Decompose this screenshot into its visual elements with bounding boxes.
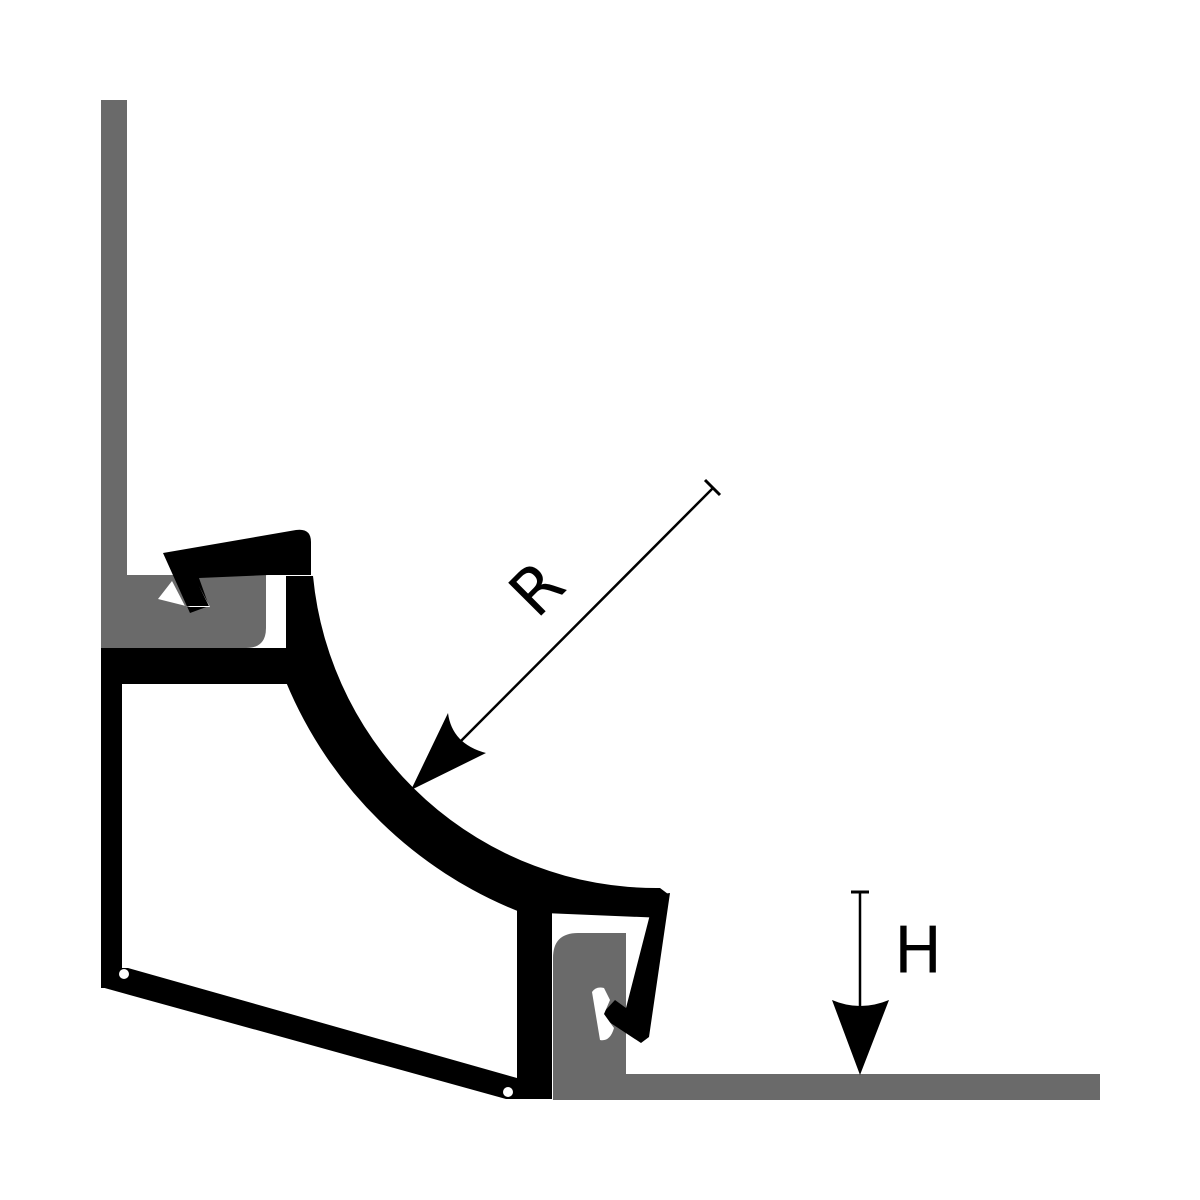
height-dimension: H bbox=[832, 890, 942, 1075]
top-clip bbox=[163, 529, 311, 613]
hole-right bbox=[503, 1087, 513, 1097]
bottom-slot bbox=[592, 987, 614, 1041]
cove-arc bbox=[286, 576, 668, 918]
hole-left bbox=[119, 969, 129, 979]
frame-stem bbox=[517, 905, 552, 1099]
detail-holes bbox=[119, 581, 614, 1097]
radius-dimension-line bbox=[449, 487, 714, 753]
profile bbox=[101, 529, 670, 1099]
substrate bbox=[101, 100, 1100, 1100]
bottom-clip bbox=[600, 893, 670, 1043]
frame-left bbox=[101, 648, 122, 988]
lower-mounting-block bbox=[553, 933, 626, 1098]
height-arrowhead bbox=[832, 1000, 889, 1075]
radius-dimension: R bbox=[411, 478, 722, 790]
frame-top bbox=[101, 648, 296, 684]
wall bbox=[101, 100, 127, 648]
floor bbox=[553, 1074, 1100, 1100]
radius-label: R bbox=[496, 548, 580, 632]
radius-end-tick bbox=[703, 478, 722, 497]
upper-mounting-block bbox=[101, 575, 266, 648]
frame-brace bbox=[101, 968, 517, 1099]
height-label: H bbox=[894, 915, 942, 989]
top-slot bbox=[158, 581, 210, 607]
radius-arrowhead bbox=[411, 713, 486, 790]
